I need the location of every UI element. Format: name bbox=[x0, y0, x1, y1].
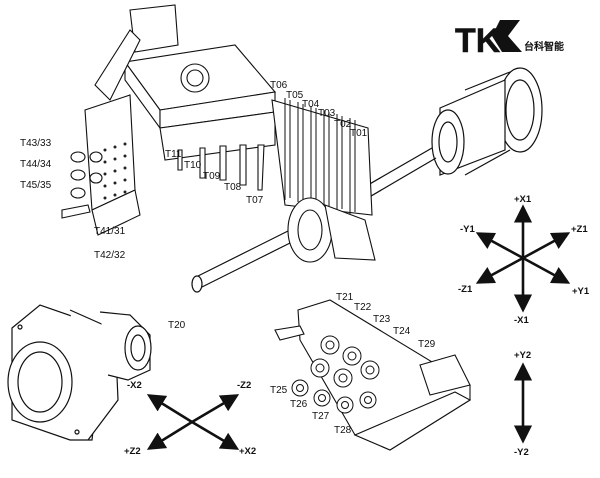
label-t11: T11 bbox=[165, 149, 182, 160]
label-t07: T07 bbox=[246, 195, 264, 206]
label-t04: T04 bbox=[302, 99, 320, 110]
label-t28: T28 bbox=[334, 425, 352, 436]
axis-label-minus-z2: -Z2 bbox=[237, 380, 251, 391]
axis-label-plus-z2: +Z2 bbox=[124, 446, 141, 457]
brand-name: 台科智能 bbox=[524, 40, 564, 53]
logo-k-mark bbox=[492, 20, 522, 52]
label-t03: T03 bbox=[318, 108, 336, 119]
label-t01: T01 bbox=[350, 128, 368, 139]
label-t08: T08 bbox=[224, 182, 242, 193]
label-t27: T27 bbox=[312, 411, 330, 422]
axis-cross-main bbox=[475, 204, 571, 313]
axis-label-minus-z1: -Z1 bbox=[458, 284, 473, 295]
tool-labels: T01 T02 T03 T04 T05 T06 T07 T08 T09 T10 … bbox=[20, 80, 436, 436]
axis-label-minus-x1: -X1 bbox=[514, 315, 530, 326]
label-t23: T23 bbox=[373, 314, 391, 325]
label-t44-34: T44/34 bbox=[20, 159, 52, 170]
axis-arrow-plus-z1 bbox=[522, 232, 571, 260]
axis-arrow-plus-x2 bbox=[191, 420, 240, 450]
axis-label-minus-y1: -Y1 bbox=[460, 224, 476, 235]
label-t42-32: T42/32 bbox=[94, 250, 126, 261]
axis-label-plus-x2: +X2 bbox=[239, 446, 256, 457]
gang-block-drawing bbox=[274, 299, 472, 451]
label-t45-35: T45/35 bbox=[20, 180, 52, 191]
upper-turret-drawing bbox=[61, 4, 376, 263]
main-spindle-drawing bbox=[191, 67, 543, 293]
label-t02: T02 bbox=[334, 119, 352, 130]
label-t25: T25 bbox=[270, 385, 288, 396]
axis-arrow-minus-z2 bbox=[191, 394, 240, 424]
axis-arrow-plus-y1 bbox=[522, 256, 571, 284]
label-t24: T24 bbox=[393, 326, 411, 337]
label-t05: T05 bbox=[286, 90, 304, 101]
label-t22: T22 bbox=[354, 302, 372, 313]
axis-label-plus-y2: +Y2 bbox=[514, 350, 531, 361]
label-t09: T09 bbox=[203, 171, 221, 182]
axis-cross-sub bbox=[146, 394, 240, 450]
label-t29: T29 bbox=[418, 339, 436, 350]
label-t43-33: T43/33 bbox=[20, 138, 52, 149]
axis-arrow-minus-x2 bbox=[146, 394, 193, 424]
label-t41-31: T41/31 bbox=[94, 226, 126, 237]
axis-arrow-minus-y1 bbox=[475, 232, 524, 260]
axis-label-plus-z1: +Z1 bbox=[571, 224, 588, 235]
sub-spindle-drawing bbox=[7, 304, 152, 441]
axis-label-plus-y1: +Y1 bbox=[572, 286, 590, 297]
label-t21: T21 bbox=[336, 292, 354, 303]
logo-letters: TK bbox=[455, 22, 501, 60]
label-t10: T10 bbox=[184, 160, 202, 171]
label-t06: T06 bbox=[270, 80, 288, 91]
axis-arrow-plus-z2 bbox=[146, 420, 193, 450]
axis-label-minus-y2: -Y2 bbox=[514, 447, 529, 458]
brand-logo: TK 台科智能 bbox=[455, 20, 564, 60]
label-t26: T26 bbox=[290, 399, 308, 410]
label-t20: T20 bbox=[168, 320, 186, 331]
axis-label-minus-x2: -X2 bbox=[127, 380, 142, 391]
axis-arrow-minus-z1 bbox=[475, 256, 524, 284]
axis-label-plus-x1: +X1 bbox=[514, 194, 532, 205]
